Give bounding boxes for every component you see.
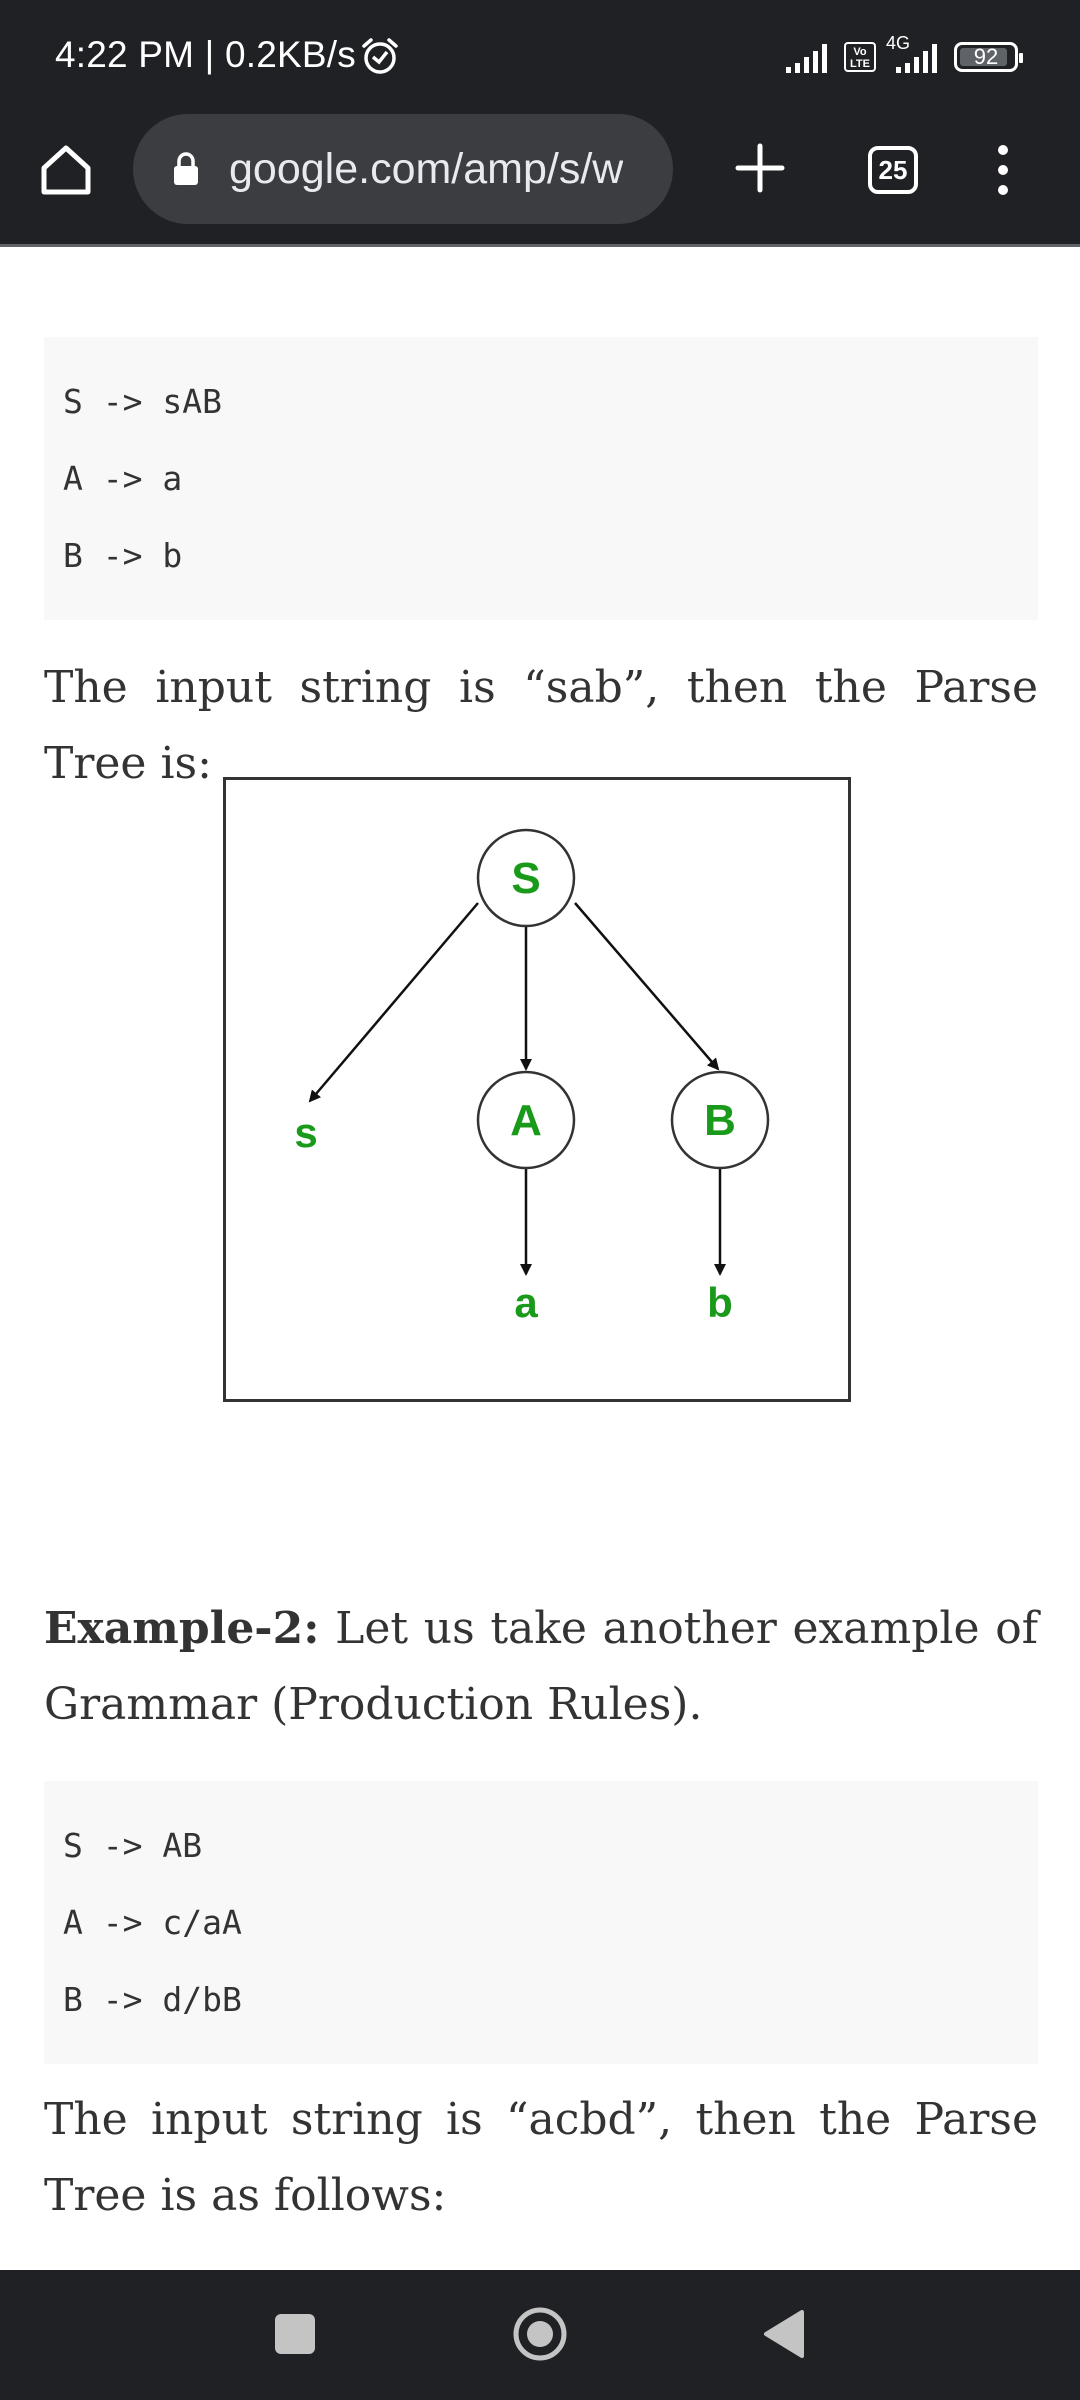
status-time: 4:22 PM | 0.2KB/s [55, 34, 356, 75]
example-2-paragraph: Example-2: Let us take another example o… [44, 1591, 1038, 1743]
code-line: B -> d/bB [63, 1980, 242, 2019]
tree-node-circle [476, 828, 576, 928]
alarm-clock-icon [362, 38, 398, 74]
code-line: A -> a [63, 459, 183, 498]
paragraph-parse-tree-1: The input string is “sab”, then the Pars… [44, 662, 1038, 789]
signal-icon [785, 44, 827, 73]
parse-tree-diagram: S s A B a b [223, 777, 851, 1402]
tree-node-b: B [704, 1096, 736, 1145]
new-tab-icon[interactable] [730, 138, 790, 198]
tree-node-root: S [511, 854, 540, 903]
tree-node-a: A [510, 1096, 542, 1145]
url-text: google.com/amp/s/w [229, 144, 624, 193]
paragraph-parse-tree-2: The input string is “acbd”, then the Par… [44, 2094, 1038, 2221]
tree-node-circle [476, 1070, 576, 1170]
home-circle-icon[interactable] [512, 2306, 568, 2362]
volte-icon: Vo LTE [843, 42, 876, 72]
back-triangle-icon[interactable] [760, 2308, 806, 2360]
signal-icon-secondary [896, 44, 937, 73]
lock-icon [174, 152, 198, 185]
system-navigation-bar [0, 2270, 1080, 2400]
address-bar[interactable]: google.com/amp/s/w [133, 114, 673, 224]
status-icons: Vo LTE 4G 92 [784, 32, 1023, 82]
tree-leaf-s: s [294, 1109, 317, 1156]
code-line: S -> sAB [63, 382, 222, 421]
battery-icon: 92 [954, 42, 1023, 72]
tree-leaf-a: a [514, 1279, 538, 1326]
article-content: S -> sAB A -> a B -> b The input string … [44, 247, 1038, 802]
home-icon[interactable] [36, 140, 96, 200]
grammar-code-block-1: S -> sAB A -> a B -> b [44, 337, 1038, 620]
code-line: B -> b [63, 536, 183, 575]
tab-switcher-button[interactable]: 25 [868, 146, 918, 194]
status-bar: 4:22 PM | 0.2KB/s Vo LTE 4G 92 [0, 0, 1080, 110]
browser-toolbar: google.com/amp/s/w 25 [0, 110, 1080, 247]
example-2-heading: Example-2: [44, 1603, 320, 1654]
tree-leaf-b: b [707, 1279, 733, 1326]
recent-apps-button[interactable] [275, 2314, 315, 2354]
tree-node-circle [670, 1070, 770, 1170]
example-2-text: Let us take another example of Grammar (… [44, 1603, 1038, 1730]
battery-level: 92 [973, 44, 999, 69]
example-2-section: Example-2: Let us take another example o… [44, 1591, 1038, 2234]
code-line: A -> c/aA [63, 1903, 242, 1942]
edge-root-node-b [574, 902, 720, 1071]
grammar-code-block-2: S -> AB A -> c/aA B -> d/bB [44, 1781, 1038, 2064]
more-options-icon[interactable] [988, 140, 1018, 200]
network-type: 4G [885, 32, 910, 53]
battery-fill [960, 48, 1008, 66]
edge-root-leaf-s [308, 902, 479, 1103]
code-line: S -> AB [63, 1826, 203, 1865]
